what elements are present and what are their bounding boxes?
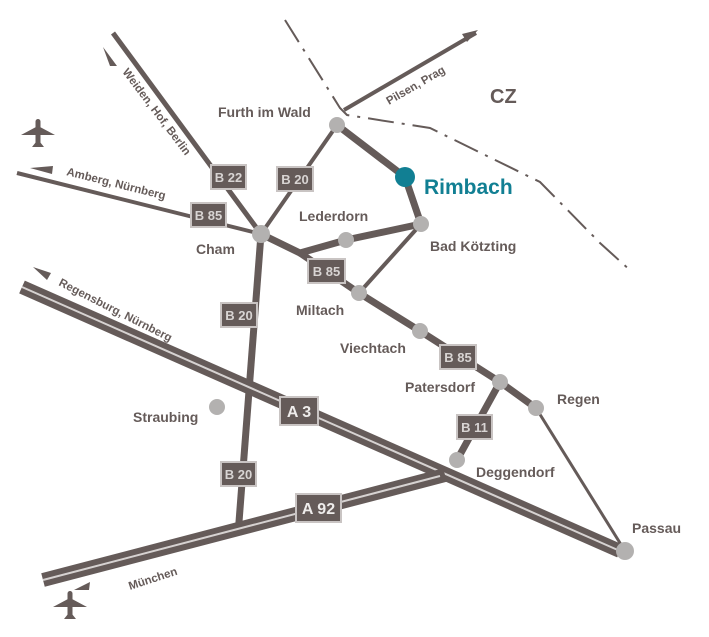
badge-b20-north-label: B 20 <box>281 172 308 187</box>
town-marker-regen[interactable] <box>528 400 544 416</box>
arrow-weiden-icon <box>103 47 117 66</box>
town-marker-furth[interactable] <box>329 117 345 133</box>
town-label-deggendorf: Deggendorf <box>476 464 555 480</box>
town-marker-viechtach[interactable] <box>412 323 428 339</box>
badge-a92-label: A 92 <box>302 501 335 518</box>
badge-a3: A 3 <box>279 396 319 426</box>
autobahn-a3-centerline <box>21 286 621 552</box>
badge-b85-east-label: B 85 <box>444 350 471 365</box>
airplane-icon <box>53 591 87 619</box>
badge-b11: B 11 <box>456 414 493 440</box>
badge-b85-cham: B 85 <box>307 258 346 284</box>
town-label-straubing: Straubing <box>133 409 198 425</box>
town-marker-cham[interactable] <box>252 225 270 243</box>
road-pilsen <box>342 31 478 112</box>
town-label-miltach: Miltach <box>296 302 344 318</box>
town-label-patersdorf: Patersdorf <box>405 379 475 395</box>
badge-b20-mid: B 20 <box>220 302 258 328</box>
badge-b20-mid-label: B 20 <box>225 308 252 323</box>
arrow-pilsen-icon <box>462 30 478 42</box>
town-label-koetzting: Bad Kötzting <box>430 238 516 254</box>
badge-b20-south-label: B 20 <box>225 467 252 482</box>
country-label-cz: CZ <box>490 86 517 108</box>
badge-b20-south: B 20 <box>220 461 257 487</box>
road-weiden <box>110 31 264 236</box>
badge-b85-cham-label: B 85 <box>313 264 340 279</box>
arrow-muenchen-icon <box>74 582 90 590</box>
direction-label-pilsen: Pilsen, Prag <box>385 64 448 107</box>
town-marker-passau[interactable] <box>616 542 634 560</box>
badge-b20-north: B 20 <box>276 166 314 192</box>
town-label-rimbach: Rimbach <box>424 176 513 199</box>
town-label-cham: Cham <box>196 241 235 257</box>
town-marker-miltach[interactable] <box>351 285 367 301</box>
road-koetzting-miltach <box>357 222 423 295</box>
badge-b85-east: B 85 <box>439 344 477 370</box>
badge-b22-label: B 22 <box>215 170 242 185</box>
badge-a92: A 92 <box>295 493 342 523</box>
town-label-regen: Regen <box>557 391 600 407</box>
arrow-regensburg-icon <box>33 267 51 280</box>
town-marker-lederdorn[interactable] <box>338 232 354 248</box>
road-regen-passau <box>534 407 627 552</box>
autobahn-a92-centerline <box>42 475 441 581</box>
road-cham-lederdorn-koetzting <box>259 220 422 257</box>
direction-label-weiden: Weiden, Hof, Berlin <box>120 67 193 158</box>
town-label-furth: Furth im Wald <box>218 104 311 120</box>
badge-b11-label: B 11 <box>461 420 488 435</box>
arrow-amberg-icon <box>30 166 53 174</box>
town-label-lederdorn: Lederdorn <box>299 208 368 224</box>
town-marker-koetzting[interactable] <box>413 216 429 232</box>
town-label-passau: Passau <box>632 520 681 536</box>
badge-b85-west: B 85 <box>190 202 227 228</box>
badge-a3-label: A 3 <box>287 404 311 421</box>
direction-label-muenchen: München <box>127 566 179 593</box>
badge-b22: B 22 <box>210 164 247 190</box>
town-marker-rimbach[interactable] <box>395 167 415 187</box>
badge-b85-west-label: B 85 <box>195 208 222 223</box>
airplane-icon <box>21 119 55 147</box>
town-marker-deggendorf[interactable] <box>449 452 465 468</box>
town-marker-patersdorf[interactable] <box>492 374 508 390</box>
town-label-viechtach: Viechtach <box>340 340 406 356</box>
border-line <box>284 19 633 273</box>
town-marker-straubing[interactable] <box>209 399 225 415</box>
